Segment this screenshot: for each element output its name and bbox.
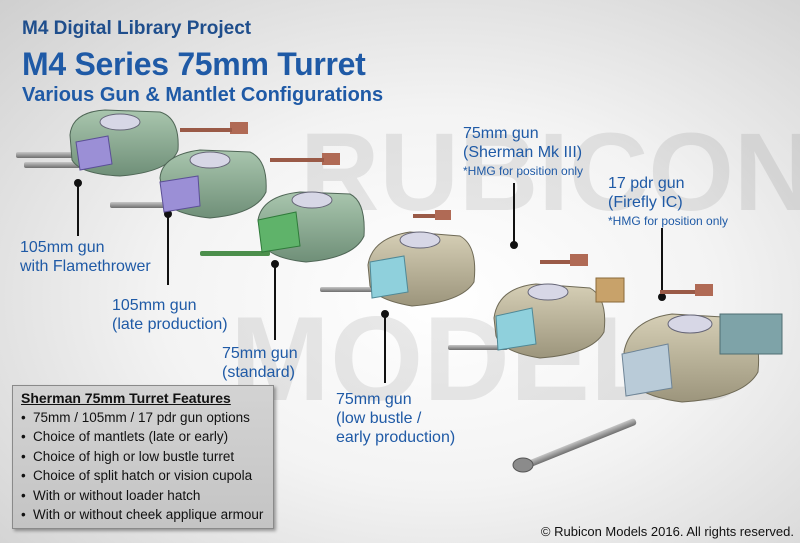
feature-item: • Choice of split hatch or vision cupola — [21, 466, 273, 485]
label-line: (standard) — [222, 364, 295, 381]
feature-text: With or without loader hatch — [33, 487, 201, 503]
feature-text: Choice of split hatch or vision cupola — [33, 468, 253, 484]
features-title: Sherman 75mm Turret Features — [21, 390, 231, 406]
label-105mm-flamethrower: 105mm gun with Flamethrower — [20, 238, 151, 276]
turret-105mm-late — [110, 149, 340, 219]
feature-item: • 75mm / 105mm / 17 pdr gun options — [21, 408, 273, 427]
turret-75mm-sherman-mk3 — [448, 254, 625, 359]
turret-75mm-standard — [200, 191, 365, 263]
bullet-icon: • — [21, 487, 26, 503]
feature-text: 75mm / 105mm / 17 pdr gun options — [33, 410, 250, 425]
label-line: with Flamethrower — [20, 258, 151, 275]
label-75mm-standard: 75mm gun (standard) — [222, 344, 298, 382]
label-line: (Firefly IC) — [608, 194, 683, 211]
label-105mm-late: 105mm gun (late production) — [112, 296, 228, 334]
label-line: (low bustle / — [336, 410, 422, 427]
label-line: 75mm gun — [336, 391, 412, 408]
svg-text:RUBICON: RUBICON — [300, 111, 800, 234]
bullet-icon: • — [21, 429, 26, 445]
hmg-note: *HMG for position only — [608, 214, 729, 228]
turret-105mm-flamethrower — [16, 109, 248, 177]
label-75mm-sherman-mk3: 75mm gun (Sherman Mk III) *HMG for posit… — [463, 124, 583, 181]
bullet-icon: • — [21, 410, 26, 425]
copyright-notice: © Rubicon Models 2016. All rights reserv… — [540, 524, 794, 539]
features-box: Sherman 75mm Turret Features • 75mm / 105… — [12, 385, 274, 529]
turret-17pdr-firefly — [512, 284, 783, 473]
feature-item: • With or without loader hatch — [21, 486, 273, 505]
feature-item: • With or without cheek applique armour — [21, 505, 273, 524]
feature-text: With or without cheek applique armour — [33, 507, 264, 523]
page-subtitle: Various Gun & Mantlet Configurations — [22, 84, 384, 106]
turret-75mm-low-bustle — [320, 210, 476, 307]
feature-text: Choice of mantlets (late or early) — [33, 429, 229, 445]
label-75mm-low-bustle: 75mm gun (low bustle / early production) — [336, 390, 455, 447]
label-line: 105mm gun — [112, 297, 197, 314]
label-line: 17 pdr gun — [608, 175, 685, 192]
label-line: (Sherman Mk III) — [463, 144, 583, 161]
bullet-icon: • — [21, 448, 26, 464]
label-line: 105mm gun — [20, 239, 105, 256]
bullet-icon: • — [21, 507, 26, 523]
label-line: early production) — [336, 429, 456, 446]
feature-item: • Choice of high or low bustle turret — [21, 447, 273, 466]
label-line: 75mm gun — [463, 125, 539, 142]
feature-item: • Choice of mantlets (late or early) — [21, 427, 273, 446]
bullet-icon: • — [21, 468, 26, 484]
label-17pdr-firefly: 17 pdr gun (Firefly IC) *HMG for positio… — [608, 174, 728, 231]
hmg-note: *HMG for position only — [463, 164, 584, 178]
project-title: M4 Digital Library Project — [22, 18, 252, 39]
label-line: (late production) — [112, 316, 228, 333]
page-title: M4 Series 75mm Turret — [22, 46, 366, 82]
features-list: • 75mm / 105mm / 17 pdr gun options • Choi… — [13, 408, 273, 524]
label-line: 75mm gun — [222, 345, 298, 362]
feature-text: Choice of high or low bustle turret — [33, 448, 235, 464]
